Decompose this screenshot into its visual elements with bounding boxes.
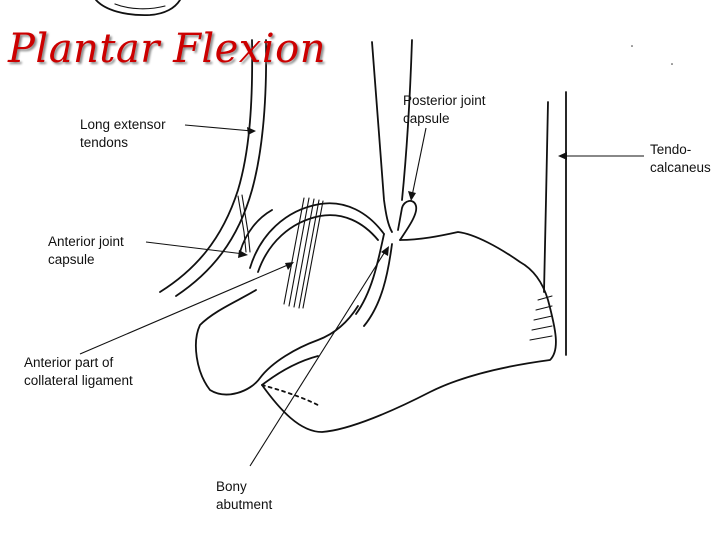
calcaneus-inner	[261, 355, 319, 386]
tibia-front	[371, 41, 393, 233]
posterior-capsule-shape	[397, 200, 418, 241]
leader-bony-abutment	[249, 249, 387, 467]
extensor-tendon-inner	[175, 39, 268, 297]
slide-title: Plantar Flexion	[8, 26, 326, 72]
leader-posterior-capsule	[411, 127, 427, 197]
calcaneus-outline	[261, 231, 557, 433]
talus-body	[195, 289, 359, 396]
leader-collateral-ligament	[79, 263, 291, 355]
achilles-hatching	[529, 295, 553, 341]
bony-abutment-edge	[261, 384, 321, 407]
collateral-ligament-fibre	[283, 197, 305, 305]
label-collateral-ligament: Anterior part of collateral ligament	[24, 355, 133, 388]
label-posterior-capsule: Posterior joint capsule	[403, 93, 486, 126]
leader-anterior-capsule	[145, 241, 245, 255]
talus-dome-inner	[257, 214, 379, 273]
talus-posterior-inner	[363, 243, 393, 327]
label-tendo-calcaneus: Tendo- calcaneus	[650, 142, 711, 175]
tibia-back	[401, 39, 413, 201]
anterior-capsule-shape	[239, 209, 273, 253]
leader-long-extensor	[184, 124, 253, 132]
label-anterior-capsule: Anterior joint capsule	[48, 234, 124, 267]
label-long-extensor: Long extensor tendons	[80, 117, 166, 150]
talus-dome-outer	[249, 202, 385, 269]
talus-posterior	[355, 233, 385, 315]
top-partial-shape	[95, 0, 181, 16]
label-bony-abutment: Bony abutment	[216, 479, 273, 512]
extensor-tendon-outer	[159, 39, 254, 293]
achilles-front	[543, 101, 549, 293]
